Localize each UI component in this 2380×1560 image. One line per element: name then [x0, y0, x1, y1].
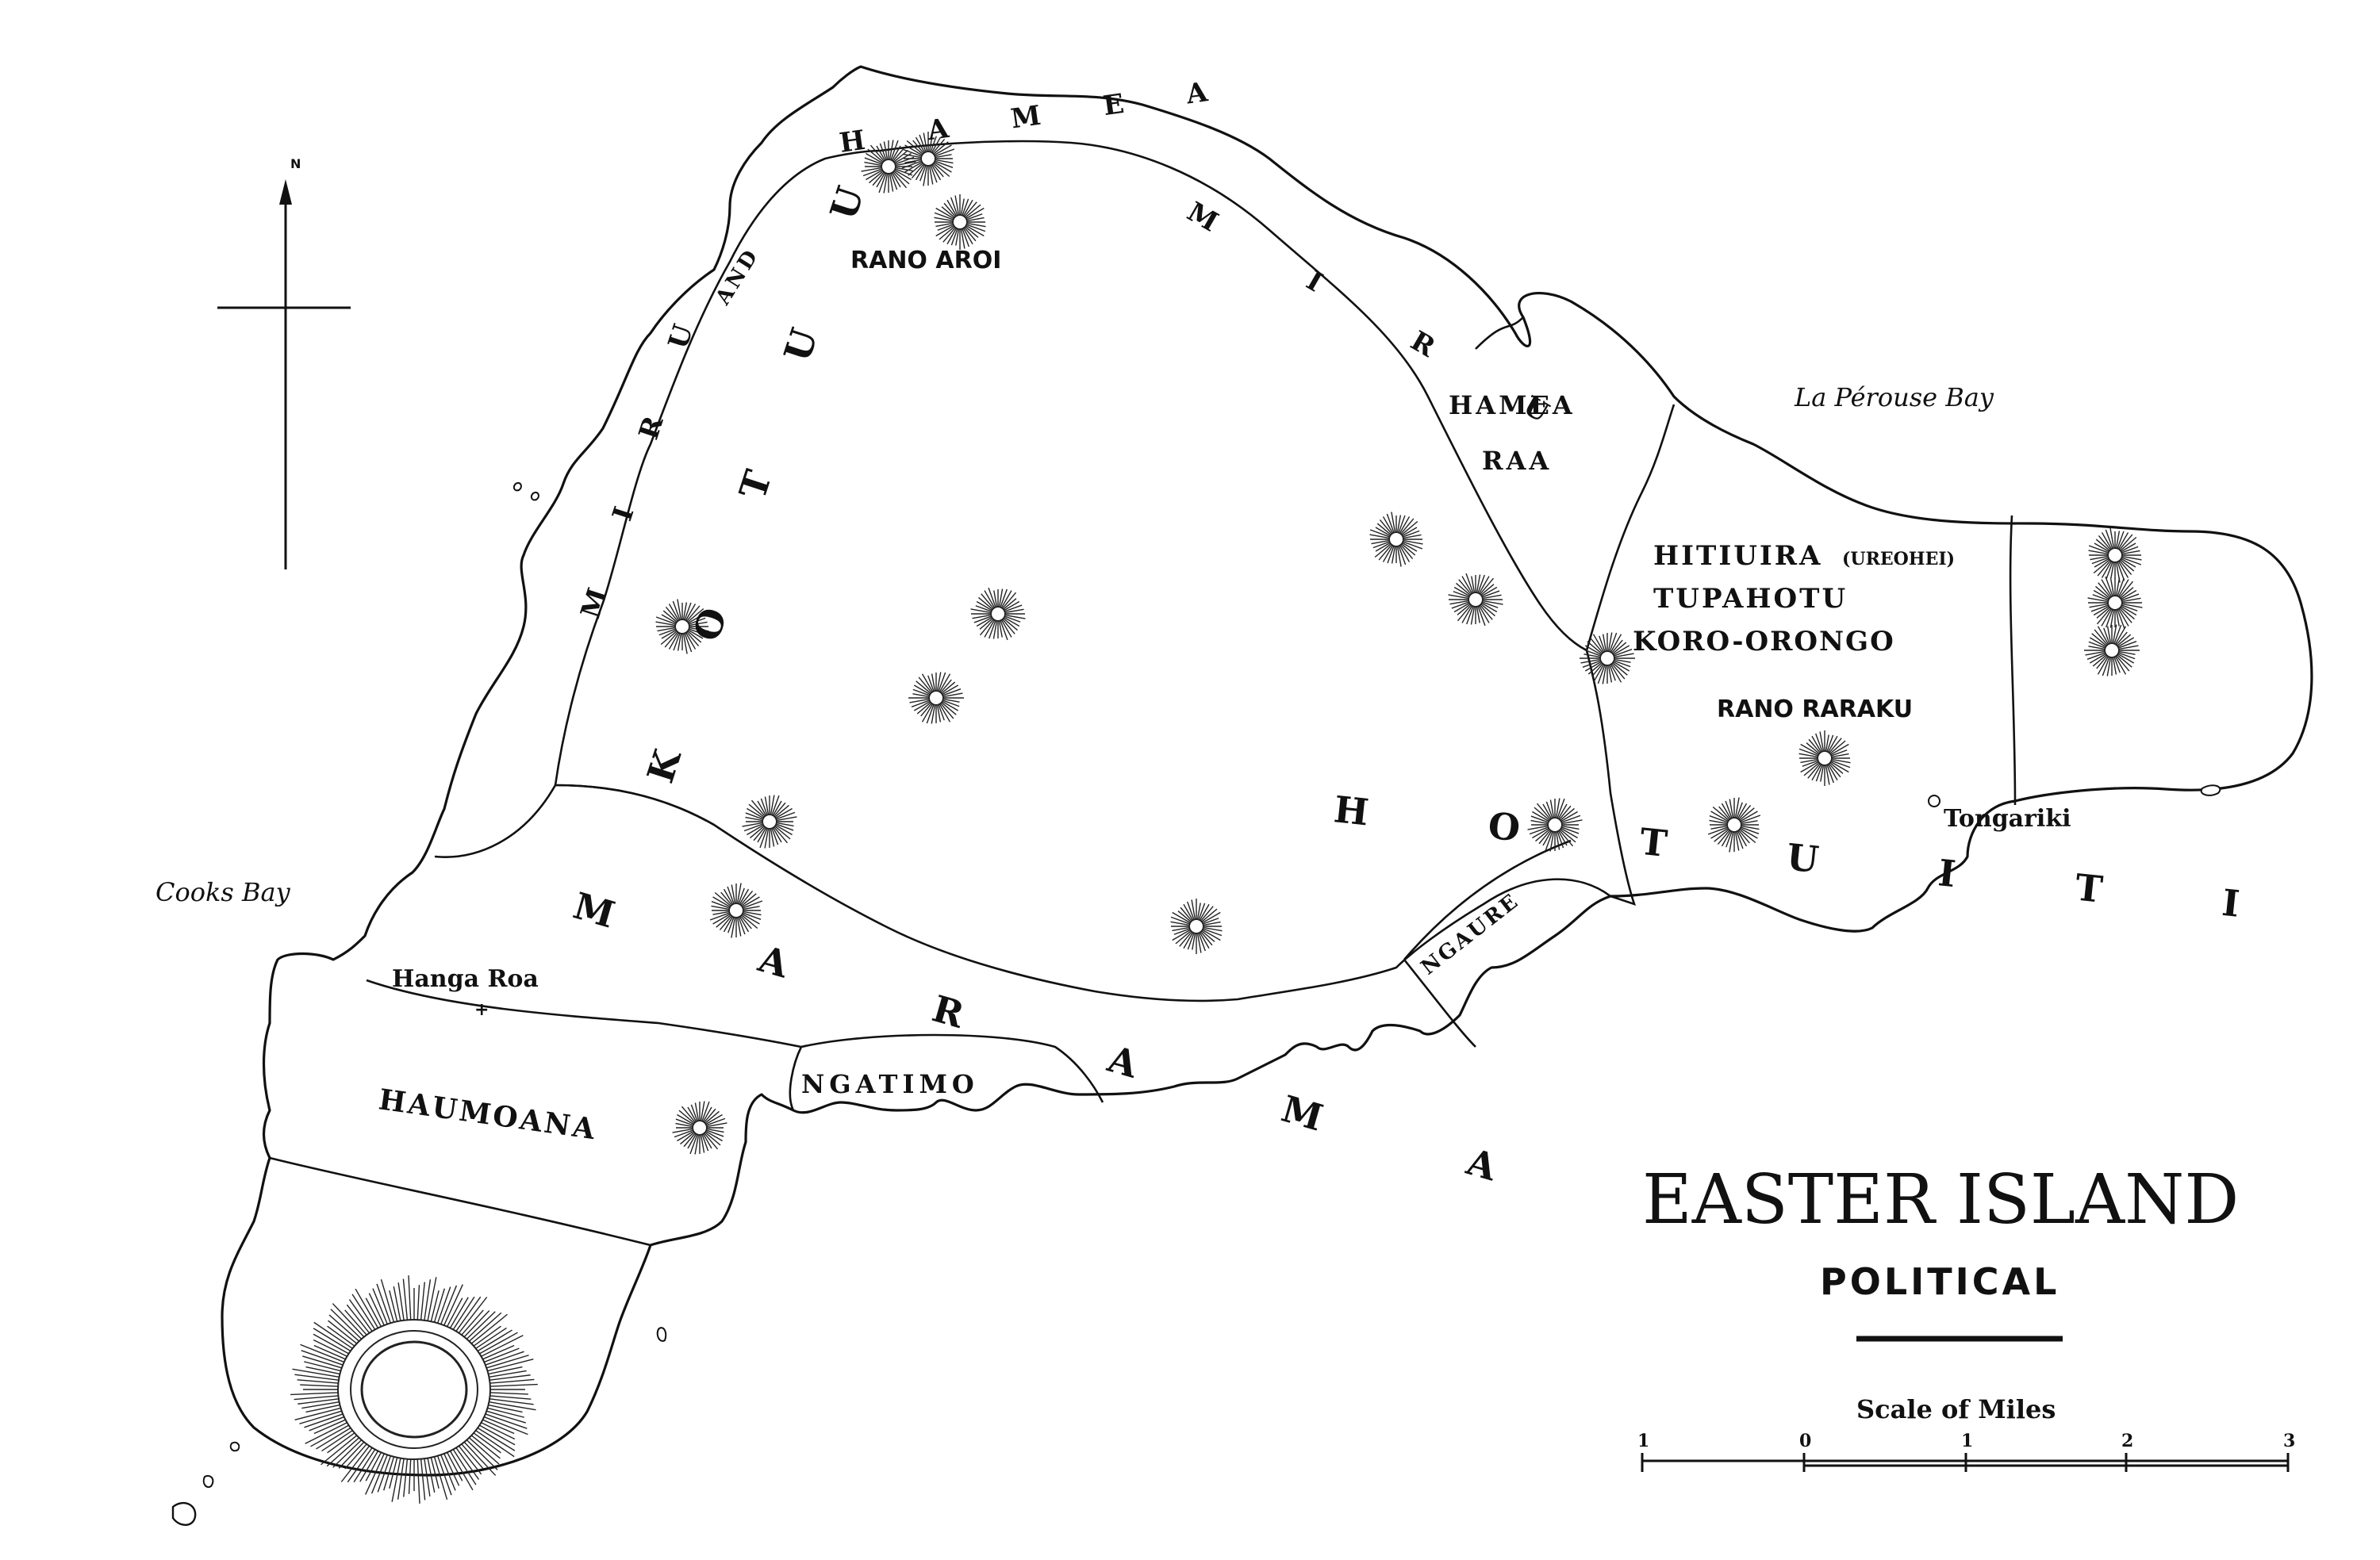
district-hituira: HITIUIRA	[1653, 540, 1822, 572]
volcanic-cone	[2087, 576, 2143, 630]
scale-tick-label: 1	[1637, 1431, 1649, 1451]
place-hanga-roa: Hanga Roa	[392, 965, 539, 993]
district-hamea-raa-line2: RAA	[1482, 446, 1552, 476]
compass-rose: N	[217, 156, 351, 569]
scale-bar: Scale of Miles 1 0 1 2 3	[1637, 1394, 2295, 1472]
district-ureohei: (UREOHEI)	[1842, 549, 1955, 569]
rano-kau-crater	[290, 1275, 538, 1504]
volcanic-cone	[901, 131, 955, 186]
volcanic-cone	[2084, 624, 2140, 677]
volcanic-cone	[970, 587, 1026, 641]
compass-north-mark: N	[290, 156, 301, 171]
volcanic-cones	[655, 131, 2143, 1155]
scale-tick-label: 0	[1799, 1431, 1811, 1451]
volcanic-cone	[861, 140, 916, 194]
place-la-perouse-bay: La Pérouse Bay	[1794, 382, 1994, 412]
volcanic-cone	[1170, 899, 1223, 954]
volcanic-cone	[1580, 632, 1635, 684]
boundary-kotuu-marama	[555, 784, 715, 826]
place-rano-aroi: RANO AROI	[850, 247, 1001, 274]
boundary-ngaure	[1403, 839, 1572, 1048]
volcanic-cone	[742, 795, 797, 849]
place-tongariki: Tongariki	[1944, 805, 2071, 833]
boundary-inner-loop	[554, 140, 1637, 1002]
map-title: EASTER ISLAND	[1642, 1160, 2239, 1240]
boundary-haumoana-south	[269, 1156, 651, 1247]
volcanic-cone	[655, 599, 709, 654]
offshore-islets	[171, 482, 2221, 1526]
boundary-east-district	[1585, 404, 1676, 651]
boundary-west-marama	[434, 784, 557, 858]
scale-tick-label: 2	[2121, 1431, 2133, 1451]
volcanic-cone	[2088, 527, 2142, 583]
volcanic-cone	[934, 194, 986, 250]
volcanic-cone	[1707, 797, 1761, 853]
volcanic-cone	[1448, 573, 1503, 627]
district-koro-orongo: KORO-ORONGO	[1633, 626, 1895, 657]
boundary-ngatimo	[789, 1033, 1104, 1111]
district-hamea-raa-line1: HAMEA	[1449, 390, 1576, 420]
boundary-east-column	[2009, 515, 2017, 806]
boundary-miru-hamea	[1475, 316, 1524, 350]
scale-tick-label: 3	[2283, 1431, 2295, 1451]
boundary-hanga-roa	[366, 979, 802, 1048]
island-coastline	[221, 65, 2313, 1477]
volcanic-cone	[1369, 512, 1423, 567]
tongariki-marker	[1928, 795, 1940, 807]
volcanic-cone	[908, 672, 964, 724]
volcanic-cone	[672, 1101, 727, 1155]
scale-title: Scale of Miles	[1856, 1394, 2056, 1424]
scale-tick-label: 1	[1961, 1431, 1973, 1451]
place-rano-raraku: RANO RARAKU	[1717, 696, 1913, 723]
volcanic-cone	[709, 883, 763, 938]
hanga-roa-marker: +	[474, 1000, 489, 1020]
district-ngatimo: NGATIMO	[801, 1069, 979, 1099]
volcanic-cone	[1527, 798, 1583, 852]
volcanic-cone	[1798, 730, 1851, 786]
map-subtitle: POLITICAL	[1820, 1260, 2059, 1303]
district-tupahotu: TUPAHOTU	[1653, 583, 1848, 615]
place-cooks-bay: Cooks Bay	[155, 877, 291, 907]
